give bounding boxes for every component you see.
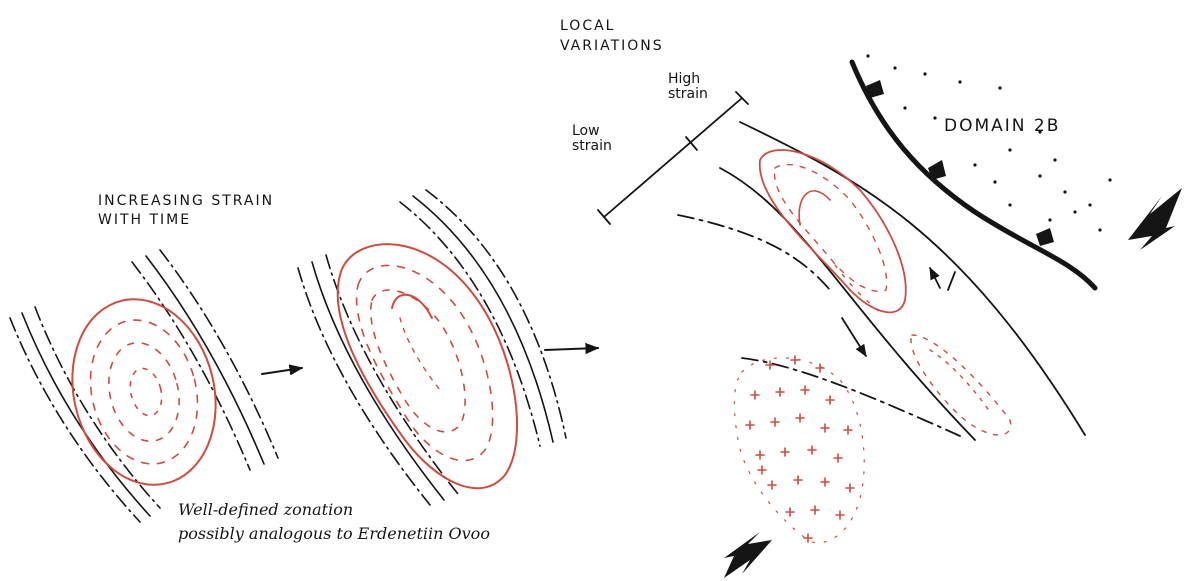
pluton-fold-core-2 xyxy=(400,318,440,390)
low-strain-label: Low strain xyxy=(572,124,622,153)
arrow-panel2-to-panel3 xyxy=(545,348,598,350)
zonation-caption-line2: possibly analogous to Erdenetiin Ovoo xyxy=(178,526,490,543)
pluton-zone-1b xyxy=(99,335,189,448)
shear-zone-boundaries xyxy=(678,122,1085,440)
strain-scale-bar xyxy=(598,92,748,224)
arrow-panel1-to-panel2 xyxy=(262,368,302,374)
shear-sense-arrow-1 xyxy=(842,318,866,356)
shear-zone-right-2 xyxy=(400,190,566,446)
sheared-pluton-upper xyxy=(760,150,906,312)
thrust-teeth xyxy=(866,80,1054,246)
pluton-outline-1 xyxy=(53,284,234,500)
local-variations-label: Local variations xyxy=(560,16,670,57)
shear-zone-left-2 xyxy=(298,255,458,505)
compression-arrow-ne xyxy=(1128,188,1182,250)
increasing-strain-label: Increasing strain with time xyxy=(98,192,318,230)
shear-zone-left-1 xyxy=(10,307,160,522)
compression-arrow-sw xyxy=(724,532,772,578)
sheared-pluton-fold xyxy=(799,191,830,225)
panel-local-variations xyxy=(598,54,1182,578)
domain-boundary-fault xyxy=(852,62,1095,288)
pluton-zone-1c xyxy=(126,365,167,419)
domain-label: Domain 2B xyxy=(944,118,1060,136)
zonation-caption-line1: Well-defined zonation xyxy=(178,502,353,519)
panel-deformed-pluton xyxy=(298,190,566,505)
pluton-fold-hinge-2 xyxy=(392,295,432,318)
shear-sense-arrow-2 xyxy=(930,268,940,288)
high-strain-label: High strain xyxy=(668,72,728,101)
domain-stipple xyxy=(866,54,1111,231)
panel-initial-pluton xyxy=(10,250,278,522)
shear-zone-right-1 xyxy=(132,250,278,470)
